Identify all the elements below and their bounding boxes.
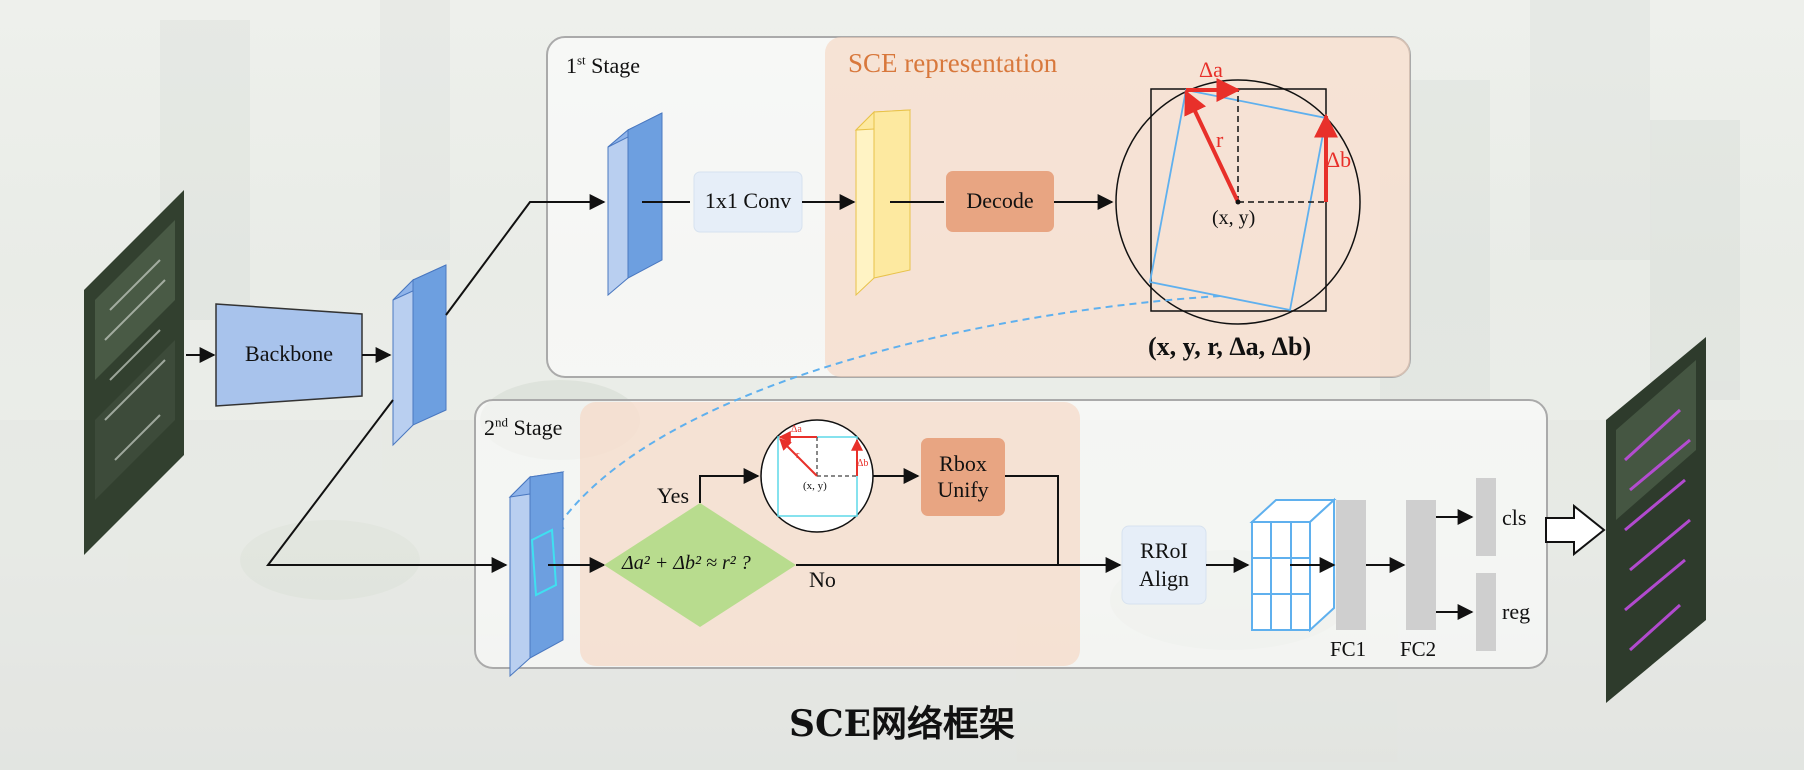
stage1-feature-map	[607, 112, 663, 297]
output-image	[1606, 337, 1706, 703]
stage1-title-rest: Stage	[585, 53, 641, 78]
sce-representation-label: SCE representation	[848, 48, 1058, 78]
sce-representation-panel	[825, 37, 1410, 377]
stage2-title: 2nd Stage	[484, 415, 562, 441]
r-label: r	[1216, 127, 1224, 152]
stage2-title-rest: Stage	[508, 415, 563, 440]
stage1-title-number: 1	[566, 53, 577, 78]
decision-diamond	[604, 503, 796, 627]
mini-center-label: (x, y)	[803, 480, 827, 492]
no-label: No	[809, 567, 836, 592]
roi-grid-cube	[1249, 497, 1337, 633]
rbox-label-line2: Unify	[937, 477, 989, 502]
input-image	[84, 190, 184, 555]
stage2-feature-map	[508, 471, 565, 678]
yellow-feature-map	[854, 109, 912, 297]
reg-label: reg	[1502, 599, 1531, 624]
rroi-label-line2: Align	[1138, 566, 1190, 591]
stage1-title: 1st Stage	[566, 53, 640, 79]
backbone-block	[215, 303, 363, 407]
mini-delta-a-label: Δa	[791, 424, 802, 435]
rbox-label-line1: Rbox	[939, 451, 987, 476]
output-arrow	[1545, 503, 1606, 557]
projection-dashed-arrow	[551, 295, 1221, 537]
delta-b-label: Δb	[1326, 147, 1352, 172]
fc1-label: FC1	[1330, 637, 1367, 661]
conv-label: 1x1 Conv	[704, 188, 792, 213]
decode-label: Decode	[966, 188, 1034, 213]
stage1-title-sup: st	[577, 52, 586, 68]
page-title: SCE网络框架	[788, 703, 1016, 745]
mini-sce-geometry	[760, 419, 874, 533]
mini-r-label: r	[796, 450, 800, 461]
fc2-label: FC2	[1400, 637, 1437, 661]
decode-box	[946, 171, 1054, 232]
stage2-title-sup: nd	[495, 414, 508, 430]
center-label: (x, y)	[1212, 207, 1256, 229]
tuple-label: (x, y, r, Δa, Δb)	[1148, 332, 1312, 361]
cls-label: cls	[1502, 505, 1527, 530]
condition-label: Δa² + Δb² ≈ r² ?	[622, 552, 751, 574]
cls-block	[1476, 478, 1496, 556]
rroi-label-line1: RRoI	[1140, 538, 1188, 563]
fc1-block	[1336, 500, 1366, 630]
backbone-feature-map	[392, 264, 447, 447]
fc2-block	[1406, 500, 1436, 630]
yes-label: Yes	[657, 483, 690, 508]
sce-geometry	[1115, 78, 1361, 325]
reg-block	[1476, 573, 1496, 651]
delta-a-label: Δa	[1199, 57, 1223, 82]
rbox-unify-box	[921, 438, 1005, 516]
mini-delta-b-label: Δb	[857, 458, 869, 469]
backbone-label: Backbone	[245, 341, 333, 366]
stage2-title-number: 2	[484, 415, 495, 440]
